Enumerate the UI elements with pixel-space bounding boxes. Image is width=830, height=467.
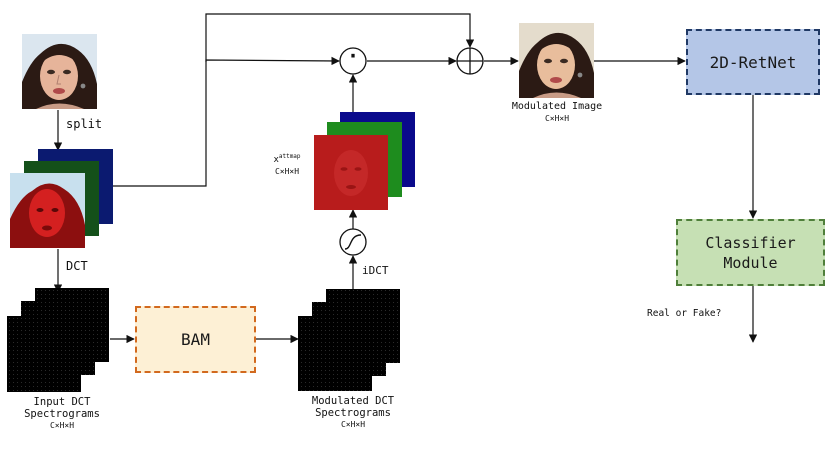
modulated-face-portrait: [519, 23, 594, 98]
add-operator: [456, 47, 484, 75]
input-dct-line2: Spectrograms: [24, 408, 100, 420]
idct-label: iDCT: [362, 264, 389, 277]
input-spectrogram-layer-1: [7, 316, 81, 392]
modulated-image: [519, 23, 594, 98]
red-channel-face: [10, 173, 85, 248]
input-dct-spectrogram-stack: [7, 288, 109, 392]
attmap-symbol: xattmap: [264, 151, 310, 166]
input-dct-line1: Input DCT: [33, 396, 91, 408]
attmap-red-layer: [314, 135, 388, 210]
multiply-symbol: ·: [346, 44, 360, 68]
input-face-image: [22, 34, 97, 109]
dct-label: DCT: [66, 259, 88, 273]
bam-block: BAM: [135, 306, 256, 373]
attmap-caption: xattmap C×H×H: [264, 151, 310, 178]
real-or-fake-label: Real or Fake?: [647, 308, 722, 319]
modulated-spectrogram-layer-1: [298, 316, 372, 391]
classifier-line2: Module: [723, 253, 778, 272]
classifier-line1: Classifier: [705, 233, 796, 252]
sigmoid-operator: [339, 228, 367, 256]
retnet-block: 2D-RetNet: [686, 29, 820, 95]
modulated-dct-dims: C×H×H: [340, 420, 366, 429]
attmap-dims: C×H×H: [274, 167, 300, 176]
face-portrait: [22, 34, 97, 109]
input-dct-caption: Input DCT Spectrograms C×H×H: [14, 396, 110, 432]
modulated-dct-caption: Modulated DCT Spectrograms C×H×H: [297, 395, 409, 431]
modulated-dct-line1: Modulated DCT: [311, 395, 395, 407]
modulated-dct-line2: Spectrograms: [315, 407, 391, 419]
input-dct-dims: C×H×H: [49, 421, 75, 430]
attmap-base: x: [273, 155, 279, 165]
attmap-superscript: attmap: [278, 153, 301, 160]
arrow-rgb-multiply: [113, 56, 340, 187]
red-channel-image: [10, 173, 85, 248]
split-label: split: [66, 117, 103, 131]
modulated-dct-spectrogram-stack: [298, 289, 400, 391]
modulated-image-caption: Modulated Image C×H×H: [498, 101, 616, 125]
attmap-red-face: [314, 135, 388, 210]
multiply-operator: [339, 47, 367, 75]
classifier-block: Classifier Module: [676, 219, 825, 286]
modulated-image-label: Modulated Image: [511, 101, 603, 112]
arrow-skip-add: [205, 13, 475, 62]
modulated-image-dims: C×H×H: [544, 114, 570, 123]
